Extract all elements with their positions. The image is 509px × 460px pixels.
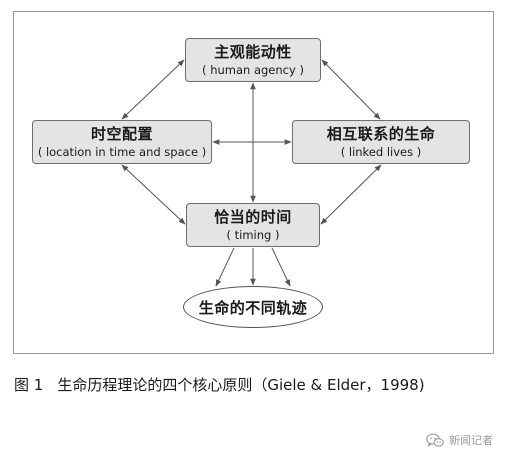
node-human-agency: 主观能动性 ( human agency )	[185, 38, 321, 82]
node-location-subtitle: ( location in time and space )	[37, 144, 207, 159]
arrow-location-timing	[121, 164, 186, 225]
node-life-trajectories: 生命的不同轨迹	[183, 286, 323, 328]
watermark-text: 新闻记者	[449, 434, 493, 447]
node-linked-lives: 相互联系的生命 ( linked lives )	[292, 120, 470, 164]
node-timing: 恰当的时间 ( timing )	[186, 203, 320, 247]
node-location-in-time-and-space: 时空配置 ( location in time and space )	[32, 120, 212, 164]
node-location-title: 时空配置	[90, 124, 153, 143]
node-timing-subtitle: ( timing )	[226, 227, 280, 242]
figure-caption-text: 生命历程理论的四个核心原则（Giele & Elder，1998)	[57, 376, 425, 394]
figure-number: 图 1	[14, 376, 44, 394]
node-human-agency-title: 主观能动性	[214, 42, 292, 61]
node-timing-title: 恰当的时间	[214, 207, 292, 226]
arrow-linked-timing	[320, 164, 382, 225]
arrow-agency-linked	[321, 59, 381, 120]
wechat-icon	[426, 432, 444, 448]
node-linked-lives-subtitle: ( linked lives )	[340, 144, 422, 159]
arrow-agency-location	[121, 59, 185, 120]
node-linked-lives-title: 相互联系的生命	[326, 124, 436, 143]
figure-caption: 图 1 生命历程理论的四个核心原则（Giele & Elder，1998)	[14, 374, 425, 395]
node-human-agency-subtitle: ( human agency )	[202, 62, 304, 77]
arrow-timing-outcome-left	[215, 247, 235, 287]
arrow-timing-outcome-right	[271, 247, 291, 287]
watermark: 新闻记者	[426, 432, 493, 448]
